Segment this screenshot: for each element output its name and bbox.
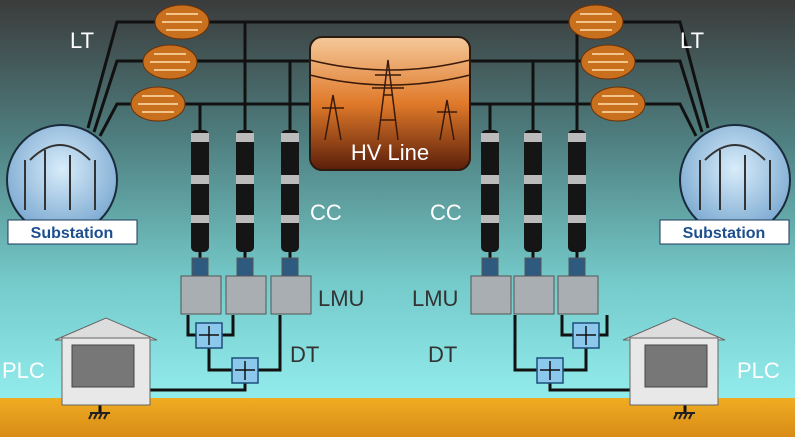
coupling-capacitors-left [191,130,299,252]
dt-label-left: DT [290,342,319,367]
plc-label-left: PLC [2,358,45,383]
lt-label-right: LT [680,28,704,53]
dt-label-right: DT [428,342,457,367]
coil-icon [130,86,186,122]
capacitor-icon [281,130,299,252]
plc-house-left [54,317,158,406]
cc-label-left: CC [310,200,342,225]
lmu-units-left [180,257,312,315]
junction-box-icon [195,322,223,349]
coil-icon [590,86,646,122]
coil-icon [580,44,636,80]
plc-house-right [622,317,726,406]
capacitor-icon [568,130,586,252]
substation-left: Substation [6,124,138,245]
coil-icon [568,4,624,40]
lmu-units-right [470,257,599,315]
lmu-label-left: LMU [318,286,364,311]
transmission-tower-icon [309,59,471,141]
line-traps-left [130,4,210,122]
lt-label-left: LT [70,28,94,53]
capacitor-icon [524,130,542,252]
substation-right: Substation [659,124,791,245]
junction-box-icon [572,322,600,349]
junction-box-icon [231,357,259,384]
capacitor-icon [191,130,209,252]
plc-cabinet-icon [71,344,135,388]
coil-icon [142,44,198,80]
coupling-capacitors-right [481,130,586,252]
plc-label-right: PLC [737,358,780,383]
hv-line-box: HV Line [309,36,471,171]
cc-label-right: CC [430,200,462,225]
plc-cabinet-icon [644,344,708,388]
dt-boxes [195,322,600,384]
lmu-label-right: LMU [412,286,458,311]
capacitor-icon [236,130,254,252]
ground-symbol-icon [88,412,695,420]
substation-label-left: Substation [31,225,114,242]
coil-icon [154,4,210,40]
junction-box-icon [536,357,564,384]
hv-line-label: HV Line [351,140,429,165]
substation-label-right: Substation [683,225,766,242]
line-traps-right [568,4,646,122]
capacitor-icon [481,130,499,252]
